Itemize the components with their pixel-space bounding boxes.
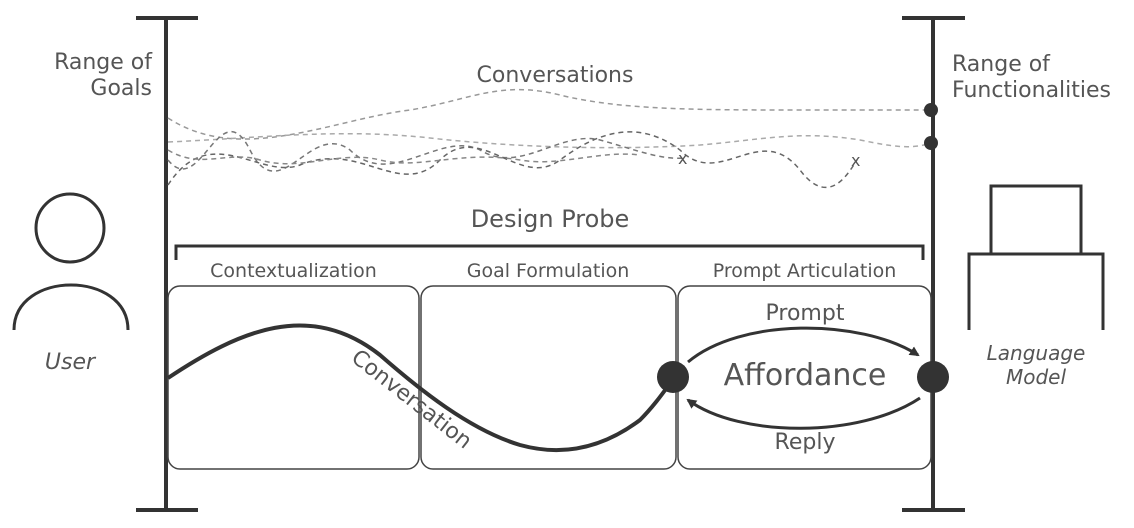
conversation-trace	[167, 88, 931, 140]
design-probe-label: Design Probe	[470, 205, 630, 233]
affordance-end-dot	[917, 361, 949, 393]
language-model-label-line1: Language	[986, 341, 1086, 365]
user-icon	[12, 192, 130, 331]
failed-marker: x	[678, 149, 687, 168]
stage-label-contextualization: Contextualization	[210, 260, 377, 282]
affordance-label: Affordance	[723, 358, 887, 393]
goals-axis-label-line1: Range of	[54, 50, 152, 75]
reply-arrow	[686, 396, 921, 430]
functionalities-axis	[902, 16, 965, 512]
conversation-trace	[167, 131, 684, 172]
language-model-icon	[967, 184, 1105, 330]
language-model-label-line2: Model	[1005, 365, 1067, 389]
conversation-trace	[167, 132, 932, 149]
conversation-trace	[167, 149, 641, 165]
reply-label: Reply	[774, 430, 836, 455]
goals-axis-label: Range of Goals	[20, 50, 152, 102]
conversation-traces	[167, 88, 932, 188]
goals-axis	[136, 16, 198, 512]
affordance-start-dot	[657, 361, 689, 393]
stage-label-goal-formulation: Goal Formulation	[466, 260, 630, 282]
conversation-trace	[167, 131, 858, 188]
prompt-label: Prompt	[765, 301, 845, 326]
functionalities-axis-label-line1: Range of	[952, 52, 1050, 77]
language-model-label: Language Model	[966, 341, 1106, 389]
failed-marker: x	[851, 151, 860, 170]
failed-conversation-markers: x x	[678, 149, 860, 170]
conversations-label: Conversations	[476, 63, 634, 88]
prompt-arrow	[687, 326, 920, 364]
functionalities-axis-label-line2: Functionalities	[952, 78, 1112, 103]
design-probe-bracket	[174, 244, 925, 260]
conversation-curve-label: Conversation	[346, 345, 476, 454]
conversation-endpoint-dot	[924, 103, 938, 117]
conversation-endpoint-dot	[924, 136, 938, 150]
functionalities-axis-label: Range of Functionalities	[952, 52, 1111, 104]
conversation-curve	[166, 323, 676, 453]
user-label: User	[44, 350, 96, 375]
stage-label-prompt-articulation: Prompt Articulation	[712, 260, 897, 282]
goals-axis-label-line2: Goals	[90, 76, 152, 101]
